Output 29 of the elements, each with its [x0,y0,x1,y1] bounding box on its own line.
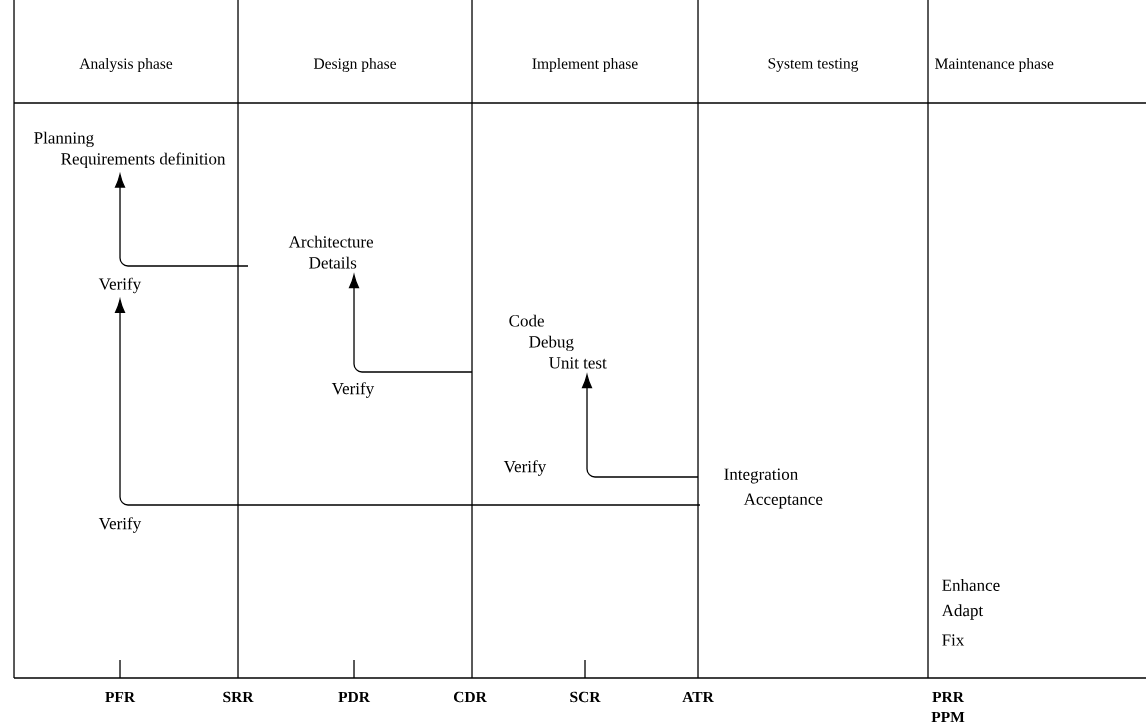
milestone-label: PRR [932,691,965,703]
column-header: System testing [768,58,859,72]
activity-label: Fix [942,634,965,646]
column-header: Design phase [313,57,396,73]
activity-label: Adapt [941,604,984,620]
milestone-label: PDR [338,691,371,703]
verify-label: Verify [503,460,547,476]
verify-label: Verify [331,382,375,398]
activity-label: Architecture Details [288,235,374,269]
arrow [114,173,249,267]
activity-label: Integration [724,468,798,484]
milestone-label: ATR [682,691,714,703]
milestone-label: CDR [453,691,487,703]
arrow [581,374,699,478]
milestone-label: SCR [570,691,601,703]
activity-label: Enhance [942,579,1000,591]
arrow [348,274,473,373]
milestone-label: PPM [931,711,965,723]
column-header: Maintenance phase [935,57,1054,72]
column-header: Implement phase [532,57,638,72]
milestone-label: PFR [105,691,136,703]
activity-label: Acceptance [743,493,823,509]
verify-label: Verify [98,517,142,533]
activity-label: Planning Requirements definition [34,131,226,169]
activity-label: Code Debug Unit test [509,314,607,369]
activity-label: Verify [98,277,142,294]
column-header: Analysis phase [79,57,173,73]
arrow [114,299,701,506]
milestone-label: SRR [223,691,254,703]
